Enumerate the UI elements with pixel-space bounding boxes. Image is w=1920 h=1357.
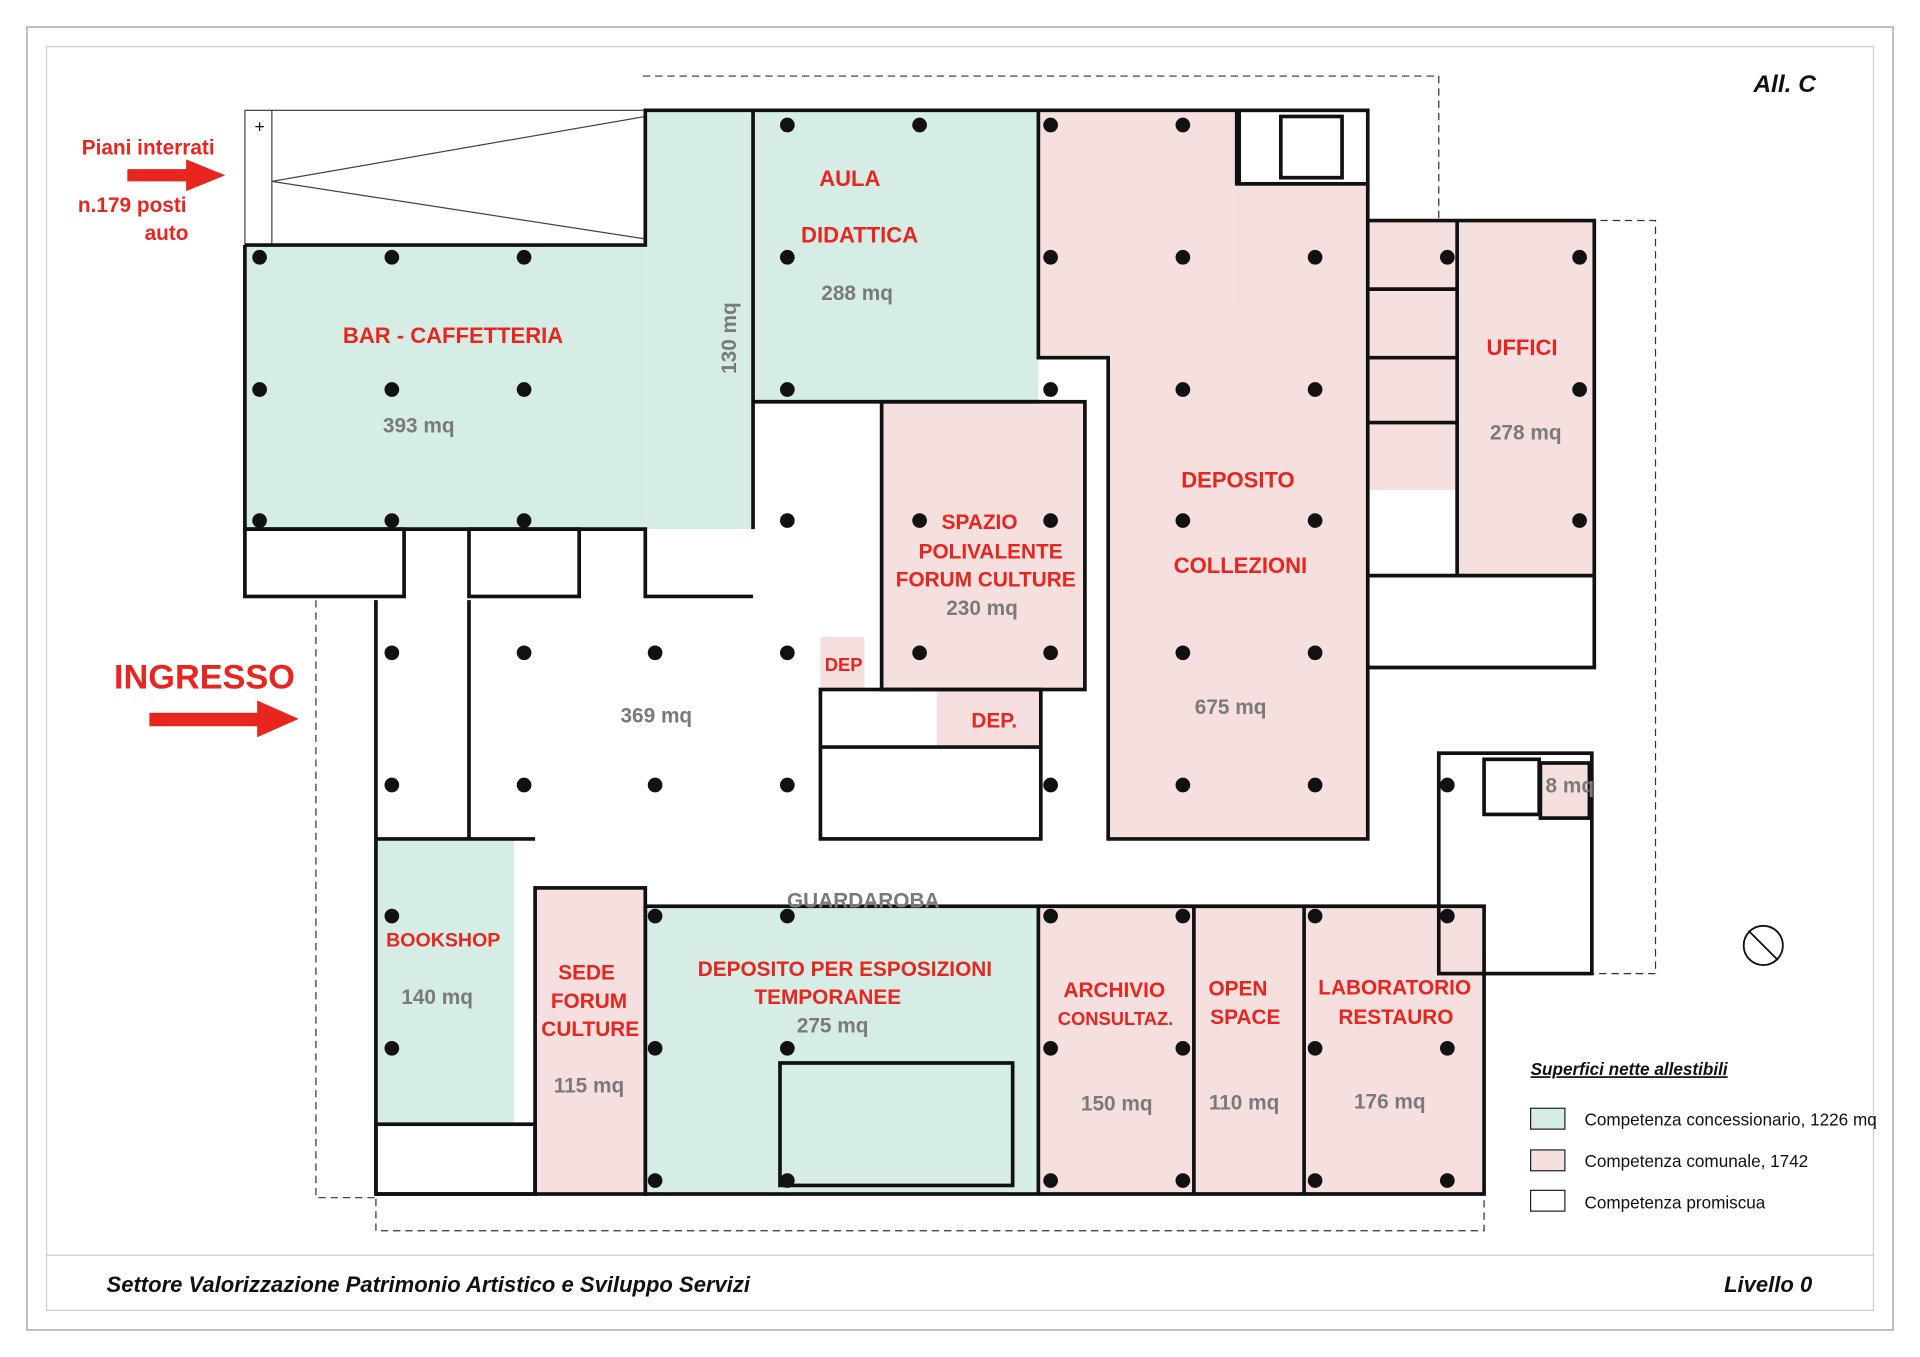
- rooms-fill: [244, 110, 1595, 1195]
- sede-area: 115 mq: [554, 1074, 625, 1097]
- aula-label-2: DIDATTICA: [801, 223, 918, 248]
- deposito-area: 675 mq: [1195, 696, 1267, 719]
- entrance-label: INGRESSO: [114, 658, 295, 696]
- parking-arrow-icon: [127, 159, 226, 192]
- room-uffici-side: [1367, 220, 1458, 490]
- sheet-label: All. C: [1752, 71, 1816, 98]
- archivio-label-2: CONSULTAZ.: [1058, 1008, 1174, 1029]
- laboratorio-area: 176 mq: [1354, 1090, 1426, 1113]
- bookshop-area: 140 mq: [401, 986, 473, 1009]
- legend: Superfici nette allestibili Competenza c…: [1530, 1059, 1877, 1213]
- legend-title: Superfici nette allestibili: [1531, 1059, 1729, 1079]
- parking-ramp: +: [244, 109, 646, 246]
- deposito-label-2: COLLEZIONI: [1174, 553, 1307, 578]
- structural-columns: [252, 117, 1587, 1188]
- aula-area: 288 mq: [821, 282, 893, 305]
- footer-department: Settore Valorizzazione Patrimonio Artist…: [107, 1272, 751, 1297]
- room-deposito-esp: [645, 906, 1039, 1195]
- deposito-esp-label-2: TEMPORANEE: [754, 986, 901, 1009]
- open-space-label-1: OPEN: [1208, 978, 1267, 1001]
- svg-text:+: +: [255, 116, 265, 136]
- dep-small-label: DEP: [825, 654, 863, 675]
- bookshop-label: BOOKSHOP: [386, 930, 500, 952]
- legend-item-concessionario: Competenza concessionario, 1226 mq: [1584, 1109, 1876, 1129]
- room-8mq: [1540, 762, 1590, 819]
- bar-area: 393 mq: [383, 414, 455, 437]
- room-dep: [936, 689, 1041, 748]
- laboratorio-label-2: RESTAURO: [1338, 1006, 1453, 1029]
- archivio-label-1: ARCHIVIO: [1063, 979, 1165, 1002]
- room-laboratorio: [1304, 906, 1485, 1195]
- sede-label-1: SEDE: [558, 962, 615, 985]
- legend-item-comunale: Competenza comunale, 1742: [1584, 1151, 1808, 1171]
- laboratorio-label-1: LABORATORIO: [1318, 976, 1471, 999]
- parking-label-3: auto: [145, 222, 189, 245]
- room-bookshop: [375, 838, 515, 1125]
- uffici-label: UFFICI: [1487, 335, 1558, 360]
- parking-label-1: Piani interrati: [82, 136, 215, 159]
- corridor-area: 130 mq: [718, 302, 741, 374]
- archivio-area: 150 mq: [1081, 1093, 1153, 1116]
- open-space-label-2: SPACE: [1210, 1006, 1280, 1029]
- legend-swatch-white: [1530, 1189, 1566, 1212]
- spazio-label-1: SPAZIO: [942, 511, 1018, 534]
- spazio-label-3: FORUM CULTURE: [896, 569, 1076, 592]
- guardaroba-label: GUARDAROBA: [787, 889, 940, 912]
- parking-label-2: n.179 posti: [78, 194, 187, 217]
- walls: [243, 108, 1597, 1196]
- footer-level: Livello 0: [1724, 1272, 1813, 1297]
- hall-area: 369 mq: [620, 705, 692, 728]
- legend-item-promiscua: Competenza promiscua: [1584, 1193, 1765, 1213]
- north-arrow-icon: [1742, 924, 1784, 966]
- spazio-label-2: POLIVALENTE: [919, 541, 1063, 564]
- room-bar: [244, 245, 646, 530]
- room-open-space: [1193, 906, 1305, 1195]
- aula-label-1: AULA: [819, 166, 880, 191]
- open-space-area: 110 mq: [1209, 1092, 1280, 1115]
- sede-label-3: CULTURE: [541, 1018, 639, 1041]
- legend-swatch-green: [1530, 1107, 1566, 1130]
- legend-swatch-pink: [1530, 1149, 1566, 1172]
- deposito-esp-label-1: DEPOSITO PER ESPOSIZIONI: [698, 958, 992, 981]
- room-corridor-130: [645, 110, 754, 530]
- entrance-arrow-icon: [149, 700, 299, 738]
- uffici-area: 278 mq: [1490, 422, 1562, 445]
- dep-label: DEP.: [971, 709, 1017, 732]
- room-top-small: [1239, 183, 1368, 307]
- deposito-label-1: DEPOSITO: [1181, 467, 1294, 492]
- room-archivio: [1038, 906, 1194, 1195]
- outer-frame: [26, 26, 1894, 1331]
- sede-label-2: FORUM: [551, 990, 627, 1013]
- room-aula: [753, 110, 1039, 402]
- spazio-area: 230 mq: [946, 597, 1018, 620]
- small-room-area: 8 mq: [1546, 774, 1595, 797]
- room-sede: [535, 887, 646, 1195]
- room-uffici: [1457, 220, 1595, 576]
- room-spazio: [881, 401, 1085, 690]
- room-dep-small: [820, 636, 865, 690]
- bar-label: BAR - CAFFETTERIA: [343, 323, 563, 348]
- deposito-esp-area: 275 mq: [797, 1014, 869, 1037]
- inner-frame: [45, 46, 1875, 1311]
